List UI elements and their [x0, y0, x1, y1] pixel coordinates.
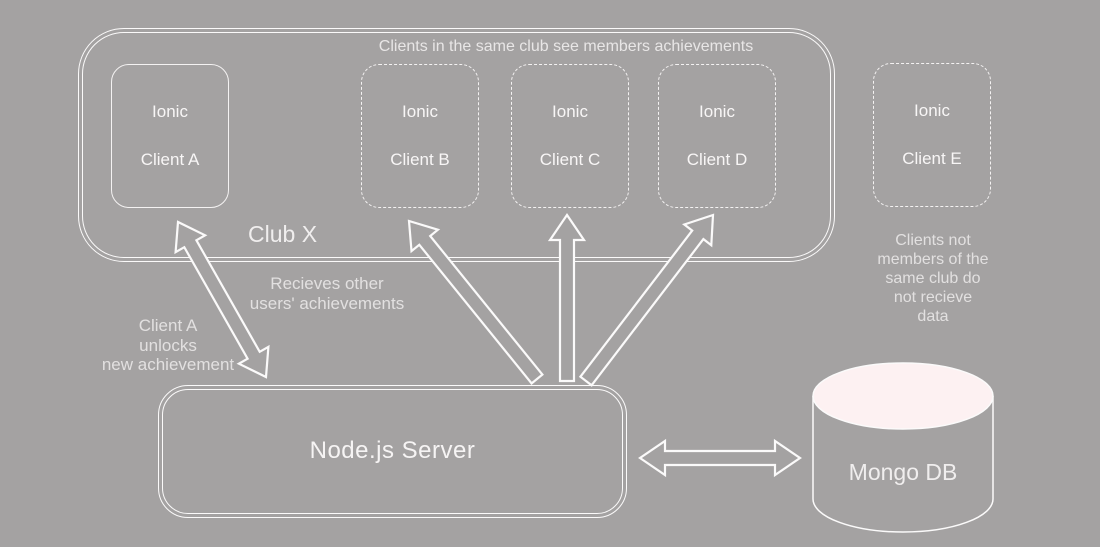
- client-c-name-label: Client C: [539, 150, 601, 169]
- client-d-name-label: Client D: [686, 150, 748, 169]
- client-e-box: Ionic Client E: [873, 63, 991, 207]
- client-c-platform-label: Ionic: [552, 102, 588, 121]
- annotation-receives-achievements: Recieves other users' achievements: [249, 274, 405, 313]
- client-b-platform-label: Ionic: [402, 102, 438, 121]
- client-e-name-label: Client E: [902, 149, 962, 168]
- client-c-box: Ionic Client C: [511, 64, 629, 208]
- client-d-platform-label: Ionic: [699, 102, 735, 121]
- client-e-platform-label: Ionic: [914, 101, 950, 120]
- club-x-label: Club X: [248, 221, 318, 247]
- mongodb-cylinder: [812, 362, 994, 533]
- client-d-box: Ionic Client D: [658, 64, 776, 208]
- outside-club-note: Clients not members of the same club do …: [877, 232, 989, 325]
- annotation-client-a-unlocks: Client A unlocks new achievement: [101, 316, 235, 374]
- client-a-name-label: Client A: [140, 150, 200, 169]
- mongodb-top-ellipse: [812, 362, 994, 430]
- client-a-platform-label: Ionic: [152, 102, 188, 121]
- mongodb-label: Mongo DB: [848, 459, 958, 485]
- client-b-name-label: Client B: [390, 150, 450, 169]
- nodejs-server-label: Node.js Server: [309, 436, 476, 464]
- club-x-container: Clients in the same club see members ach…: [78, 28, 835, 262]
- client-a-box: Ionic Client A: [111, 64, 229, 208]
- arrow-server-mongodb-bidirectional: [638, 438, 802, 478]
- nodejs-server-box: Node.js Server: [158, 385, 627, 518]
- club-caption: Clients in the same club see members ach…: [378, 38, 754, 55]
- client-b-box: Ionic Client B: [361, 64, 479, 208]
